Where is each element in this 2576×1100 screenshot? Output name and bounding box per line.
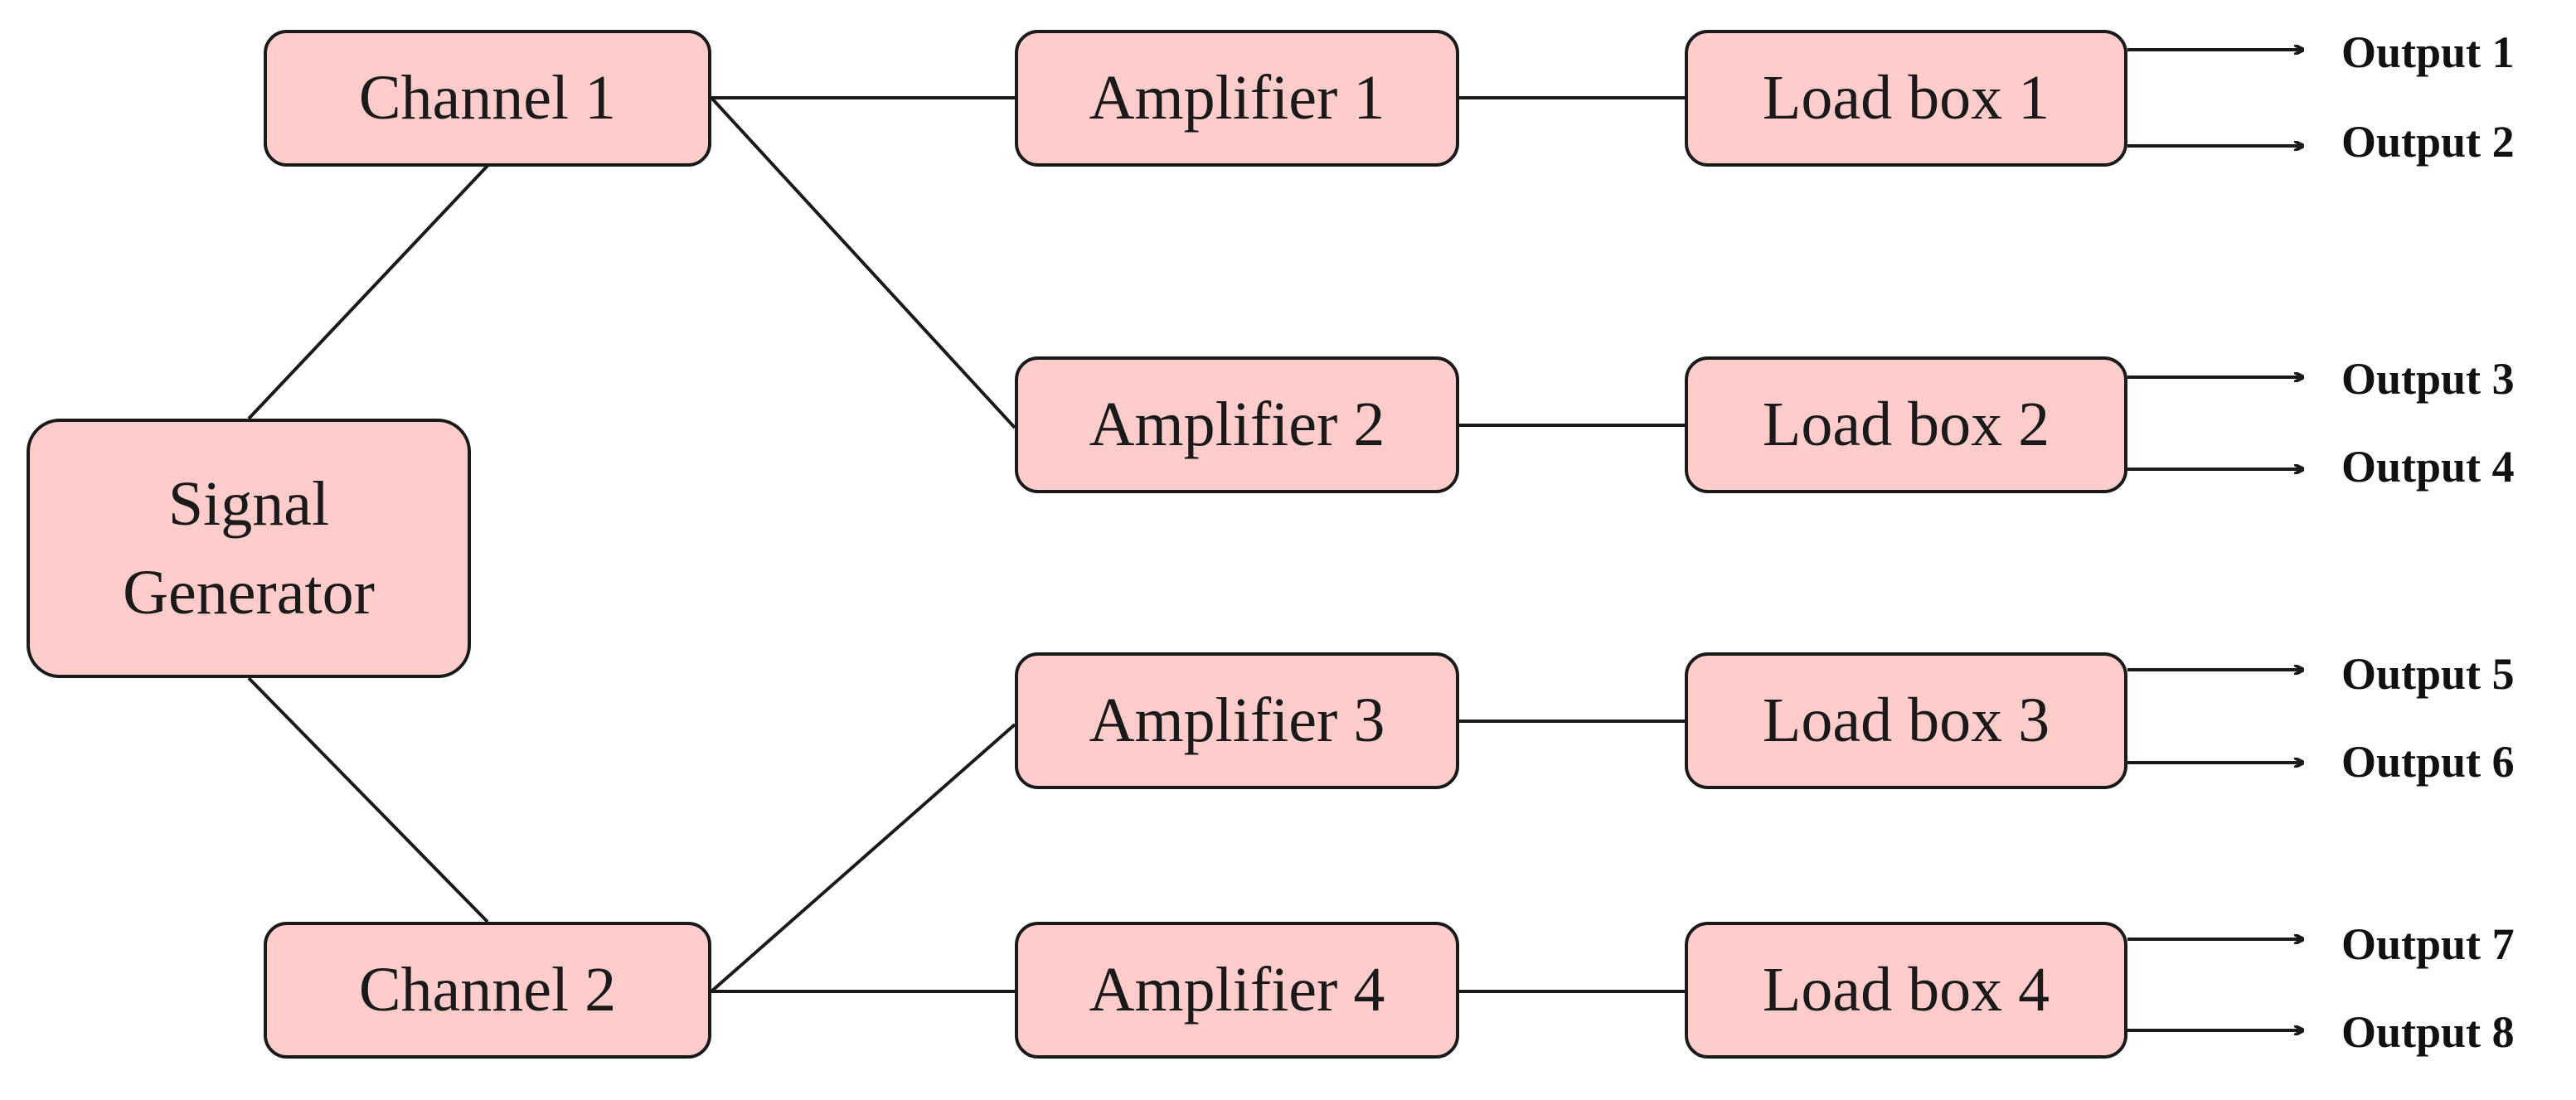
- channel-2-box: Channel 2: [264, 922, 711, 1059]
- amplifier-3-label: Amplifier 3: [1089, 686, 1385, 756]
- output-7-label: Output 7: [2341, 919, 2515, 969]
- load-box-3-box: Load box 3: [1685, 652, 2127, 789]
- load-box-1-label: Load box 1: [1762, 63, 2050, 133]
- channel-2-label: Channel 2: [358, 955, 617, 1025]
- amplifier-2-box: Amplifier 2: [1015, 356, 1459, 493]
- amplifier-1-box: Amplifier 1: [1015, 30, 1459, 167]
- load-box-4-label: Load box 4: [1762, 955, 2050, 1025]
- amplifier-1-label: Amplifier 1: [1089, 63, 1385, 133]
- channel-1-label: Channel 1: [358, 63, 617, 133]
- output-5-label: Output 5: [2341, 649, 2515, 699]
- signal-generator-label: Signal Generator: [123, 469, 375, 628]
- amplifier-4-label: Amplifier 4: [1089, 955, 1385, 1025]
- channel-1-box: Channel 1: [264, 30, 711, 167]
- signal-generator-box: Signal Generator: [27, 419, 471, 678]
- edge-channel-1-amplifier-2: [710, 96, 1016, 429]
- edge-generator-channel-2: [247, 676, 489, 923]
- amplifier-4-box: Amplifier 4: [1015, 922, 1459, 1059]
- output-3-label: Output 3: [2341, 354, 2515, 404]
- load-box-4-box: Load box 4: [1685, 922, 2127, 1059]
- output-4-label: Output 4: [2341, 442, 2515, 492]
- edge-generator-channel-1: [247, 164, 489, 420]
- load-box-2-box: Load box 2: [1685, 356, 2127, 493]
- output-2-label: Output 2: [2341, 117, 2515, 167]
- output-8-label: Output 8: [2341, 1007, 2515, 1057]
- output-1-label: Output 1: [2341, 27, 2515, 77]
- load-box-2-label: Load box 2: [1762, 390, 2050, 460]
- load-box-1-box: Load box 1: [1685, 30, 2127, 167]
- load-box-3-label: Load box 3: [1762, 686, 2050, 756]
- output-6-label: Output 6: [2341, 737, 2515, 787]
- amplifier-3-box: Amplifier 3: [1015, 652, 1459, 789]
- amplifier-2-label: Amplifier 2: [1089, 390, 1385, 460]
- edge-channel-2-amplifier-3: [710, 723, 1016, 993]
